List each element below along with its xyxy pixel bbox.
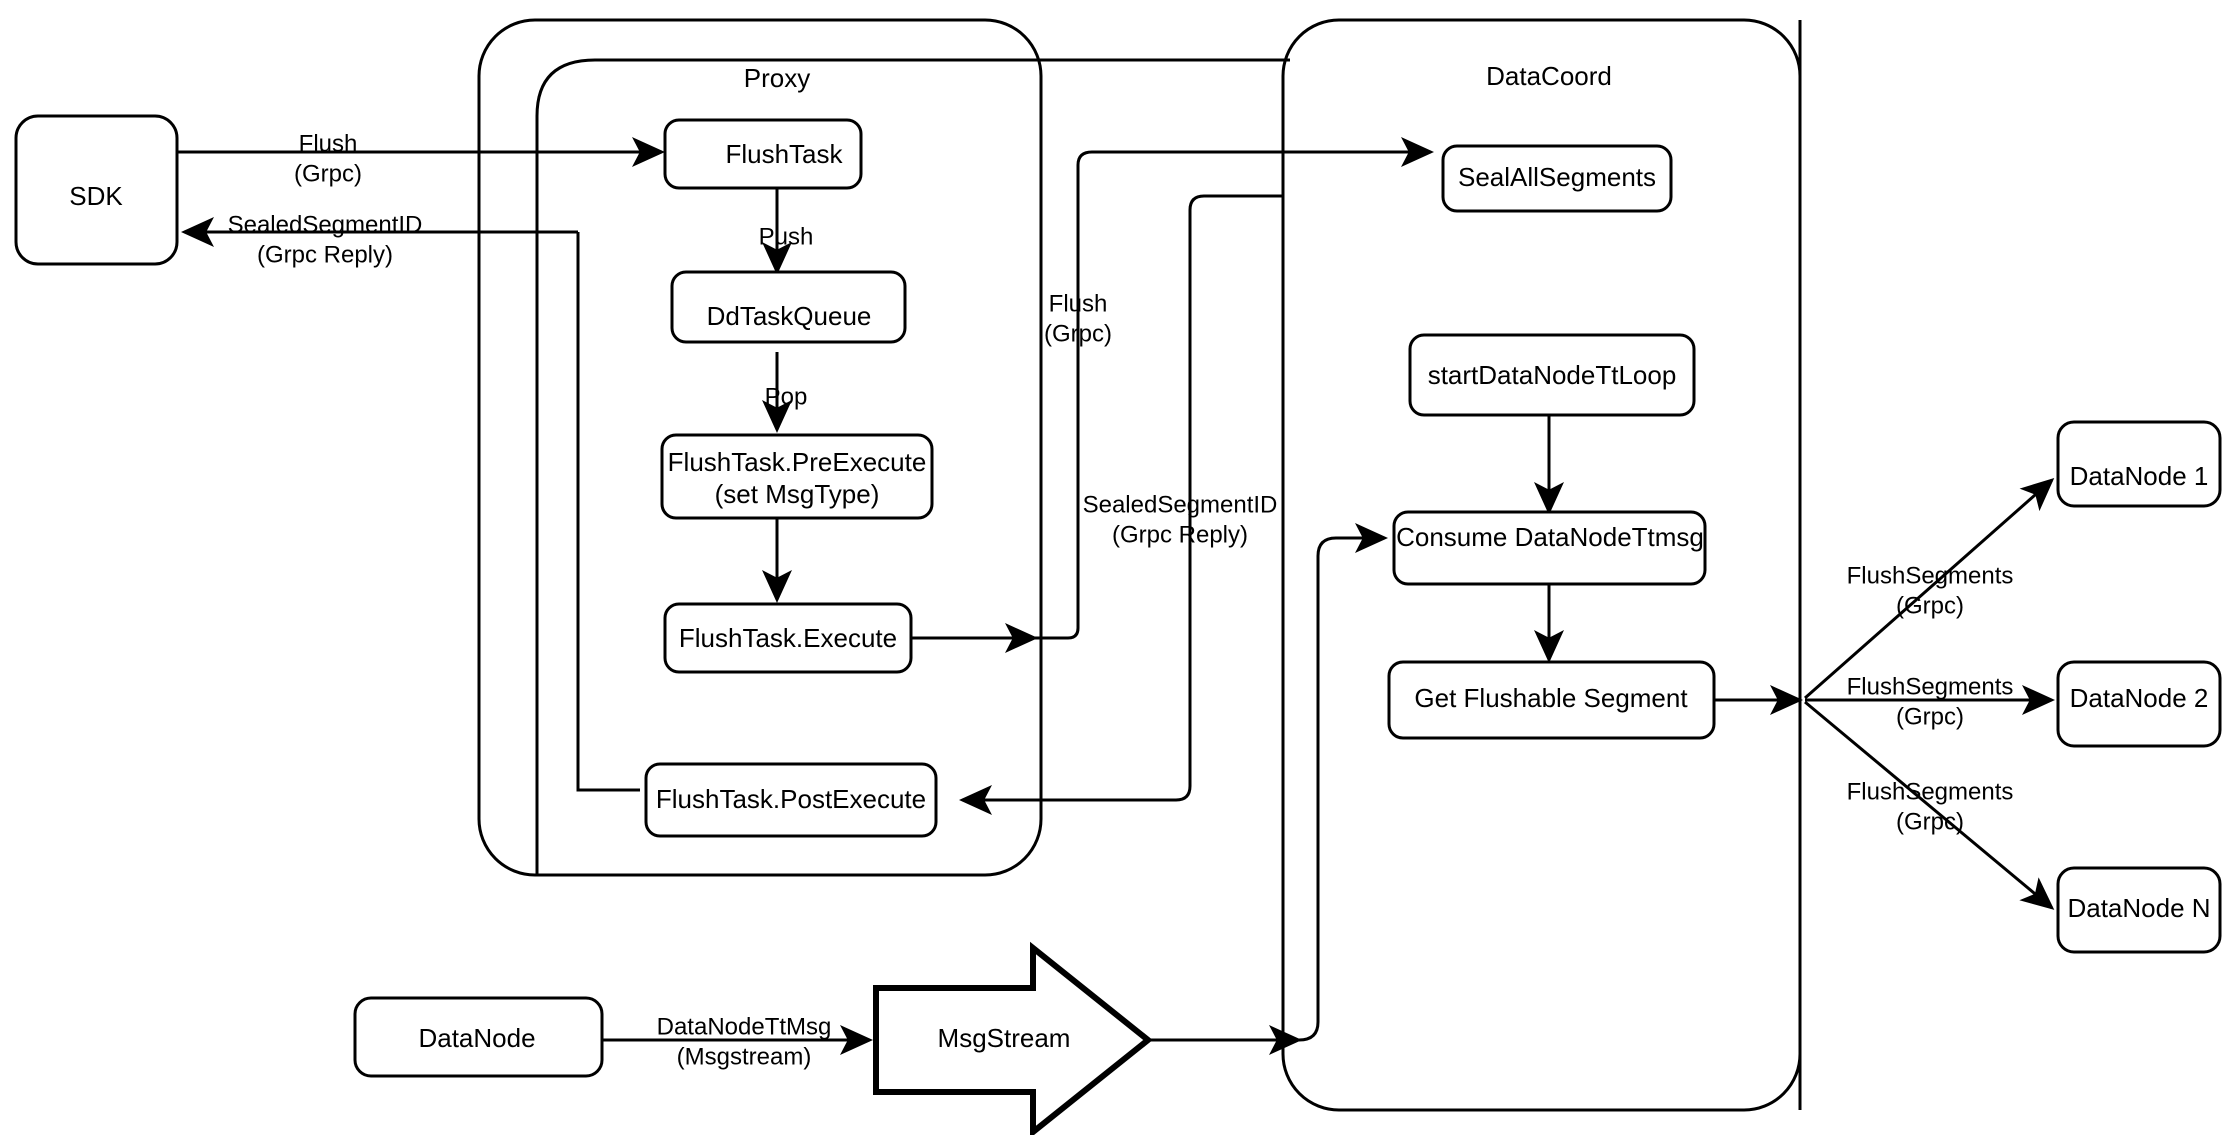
edge-label-sealed-reply-sdk: SealedSegmentID (Grpc Reply) <box>228 211 423 268</box>
node-consume-datanode-ttmsg[interactable]: Consume DataNodeTtmsg <box>1392 510 1707 586</box>
node-datanode-n[interactable]: DataNode N <box>2056 866 2222 954</box>
label-flush-line2: (Grpc) <box>294 160 362 187</box>
edge-label-sealed-mid: SealedSegmentID (Grpc Reply) <box>1083 491 1278 548</box>
node-sdk-label: SDK <box>69 181 123 211</box>
node-ttloop-label: startDataNodeTtLoop <box>1428 360 1677 390</box>
label-fs2-line2: (Grpc) <box>1896 703 1964 730</box>
node-datanode-1-label: DataNode 1 <box>2070 461 2209 491</box>
label-ttmsg-line2: (Msgstream) <box>677 1043 812 1070</box>
node-start-datanode-ttloop[interactable]: startDataNodeTtLoop <box>1408 333 1696 417</box>
edge-label-flush-mid: Flush (Grpc) <box>1044 290 1112 347</box>
edge-label-datanode-ttmsg: DataNodeTtMsg (Msgstream) <box>657 1013 832 1070</box>
edge-label-flushsegments-1: FlushSegments (Grpc) <box>1847 562 2014 619</box>
node-flushable-label: Get Flushable Segment <box>1414 683 1688 713</box>
node-execute-label: FlushTask.Execute <box>679 623 897 653</box>
label-push: Push <box>759 223 814 250</box>
label-sealed-mid-line2: (Grpc Reply) <box>1112 521 1248 548</box>
label-sealed-line2: (Grpc Reply) <box>257 241 393 268</box>
edge-label-pop: Pop <box>765 383 808 410</box>
node-datanode-1[interactable]: DataNode 1 <box>2056 420 2222 508</box>
label-sealed-line1: SealedSegmentID <box>228 211 423 238</box>
node-preexecute-label-2: (set MsgType) <box>715 479 880 509</box>
edge-label-flush-grpc-sdk: Flush (Grpc) <box>294 130 362 187</box>
node-flushtask-preexecute[interactable]: FlushTask.PreExecute (set MsgType) <box>660 433 934 520</box>
label-fs2-line1: FlushSegments <box>1847 673 2014 700</box>
container-proxy-label: Proxy <box>744 63 810 93</box>
container-proxy: Proxy <box>477 18 1043 877</box>
node-consume-label: Consume DataNodeTtmsg <box>1396 522 1704 552</box>
edge-msgstream-to-consume <box>1150 523 1388 1055</box>
label-fs3-line1: FlushSegments <box>1847 778 2014 805</box>
node-datanode-n-label: DataNode N <box>2067 893 2210 923</box>
edge-sealed-grpc-reply-mid <box>959 194 1283 815</box>
label-flush-line1: Flush <box>299 130 358 157</box>
edge-label-push: Push <box>759 223 814 250</box>
edge-hub-to-datanode-n <box>1804 700 2055 910</box>
node-msgstream-label: MsgStream <box>938 1023 1071 1053</box>
node-preexecute-label-1: FlushTask.PreExecute <box>668 447 927 477</box>
label-flush-mid-line1: Flush <box>1049 290 1108 317</box>
node-sealallsegments-label: SealAllSegments <box>1458 162 1656 192</box>
label-sealed-mid-line1: SealedSegmentID <box>1083 491 1278 518</box>
edge-proxy-to-sdk <box>181 217 640 792</box>
node-datanode-2-label: DataNode 2 <box>2070 683 2209 713</box>
node-postexecute-label: FlushTask.PostExecute <box>656 784 926 814</box>
label-fs1-line1: FlushSegments <box>1847 562 2014 589</box>
node-datanode-bottom-label: DataNode <box>418 1023 535 1053</box>
node-flushtask-execute[interactable]: FlushTask.Execute <box>663 602 913 674</box>
proxy-top-rail <box>535 58 1290 117</box>
node-ddtaskqueue[interactable]: DdTaskQueue <box>670 270 907 344</box>
node-msgstream[interactable]: MsgStream <box>873 941 1153 1135</box>
node-datanode-bottom[interactable]: DataNode <box>353 996 604 1078</box>
label-fs1-line2: (Grpc) <box>1896 592 1964 619</box>
node-flushtask-postexecute[interactable]: FlushTask.PostExecute <box>644 762 938 838</box>
edge-label-flushsegments-3: FlushSegments (Grpc) <box>1847 778 2014 835</box>
node-datanode-2[interactable]: DataNode 2 <box>2056 660 2222 748</box>
node-sdk[interactable]: SDK <box>14 114 179 266</box>
node-flushtask[interactable]: FlushTask <box>663 118 863 190</box>
edge-label-flushsegments-2: FlushSegments (Grpc) <box>1847 673 2014 730</box>
node-ddtaskqueue-label: DdTaskQueue <box>707 301 872 331</box>
edge-flush-grpc-mid <box>1035 137 1434 640</box>
label-pop: Pop <box>765 383 808 410</box>
node-get-flushable-segment[interactable]: Get Flushable Segment <box>1387 660 1716 740</box>
edge-hub-to-datanode-1 <box>1804 478 2055 700</box>
node-seal-all-segments[interactable]: SealAllSegments <box>1441 144 1673 213</box>
container-datacoord-label: DataCoord <box>1486 61 1612 91</box>
label-ttmsg-line1: DataNodeTtMsg <box>657 1013 832 1040</box>
label-fs3-line2: (Grpc) <box>1896 808 1964 835</box>
node-flushtask-label: FlushTask <box>725 139 843 169</box>
label-flush-mid-line2: (Grpc) <box>1044 320 1112 347</box>
